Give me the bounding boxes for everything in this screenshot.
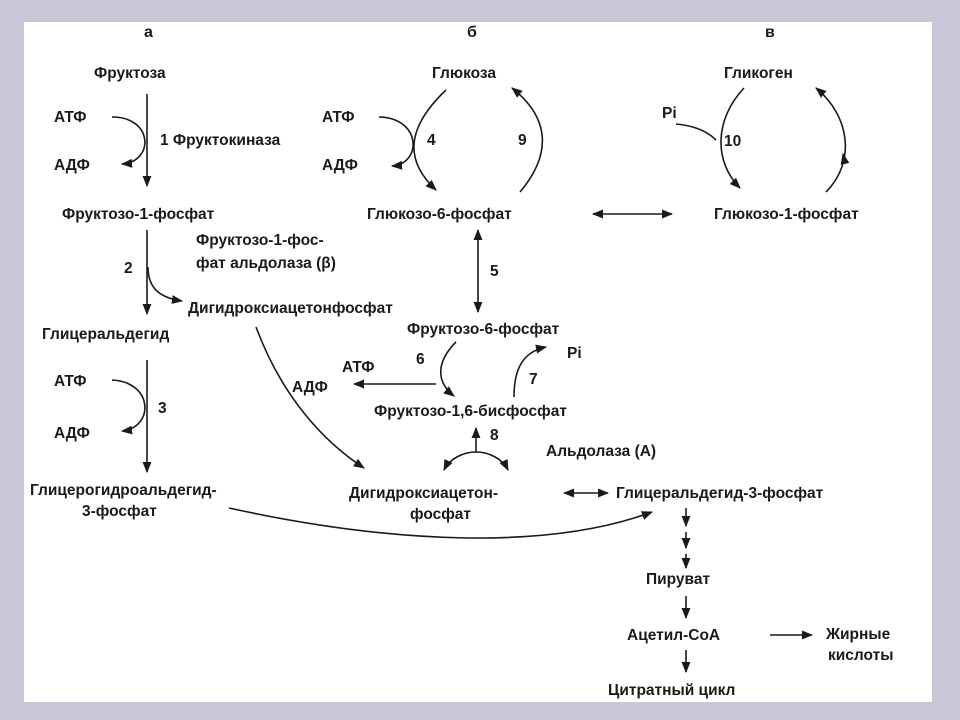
column-c-label: в	[765, 24, 775, 41]
cofactor-atp-3: АТФ	[54, 373, 87, 390]
arrow-f6p-to-f16bp	[440, 341, 457, 397]
enzyme-1-fructokinase: 1 Фруктокиназа	[160, 132, 281, 149]
arrow-f16bp-to-g3p	[475, 451, 509, 472]
enzyme-aldolase-b-line1: Фруктозо-1-фос-	[196, 232, 324, 249]
arrow-f16bp-to-f6p	[513, 344, 548, 398]
column-b-label: б	[467, 24, 477, 41]
enzyme-10: 10	[724, 133, 741, 150]
enzyme-7: 7	[529, 371, 538, 388]
diagram-frame: а б в Фруктоза АТФ АДФ 1 Фруктокиназа Фр…	[24, 22, 932, 702]
arrow-pi-into-phosphorylase	[675, 123, 717, 141]
node-dhap-bottom-line1: Дигидроксиацетон-	[349, 485, 498, 502]
arrow-f1p-to-dhap	[147, 266, 184, 304]
enzyme-4: 4	[427, 132, 436, 149]
node-g3p-left-line2: 3-фосфат	[82, 503, 157, 520]
arrow-g1p-to-glycogen	[815, 87, 847, 193]
cofactor-adp-6: АДФ	[292, 379, 328, 396]
enzyme-6: 6	[416, 351, 425, 368]
arrow-atp-adp-3	[111, 379, 146, 435]
arrow-g6p-to-glucose	[511, 87, 544, 193]
node-fatty-acids-line1: Жирные	[825, 626, 891, 643]
node-dhap-bottom-line2: фосфат	[410, 506, 471, 523]
node-fructose-6-phosphate: Фруктозо-6-фосфат	[407, 321, 560, 338]
arrow-glycogen-to-g1p	[720, 87, 745, 189]
node-dhap-top: Дигидроксиацетонфосфат	[188, 300, 393, 317]
column-a-label: а	[144, 24, 153, 41]
enzyme-9: 9	[518, 132, 527, 149]
enzyme-3: 3	[158, 400, 167, 417]
cofactor-atp-4: АТФ	[322, 109, 355, 126]
enzyme-aldolase-a: Альдолаза (А)	[546, 443, 656, 460]
node-citrate-cycle: Цитратный цикл	[608, 682, 735, 699]
node-pyruvate: Пируват	[646, 571, 710, 588]
cofactor-pi-7: Pi	[567, 345, 582, 362]
enzyme-5: 5	[490, 263, 499, 280]
cofactor-adp-4: АДФ	[322, 157, 358, 174]
node-glyceraldehyde-3-phosphate: Глицеральдегид-3-фосфат	[616, 485, 824, 502]
node-glucose-6-phosphate: Глюкозо-6-фосфат	[367, 206, 512, 223]
node-glucose-1-phosphate: Глюкозо-1-фосфат	[714, 206, 859, 223]
cofactor-adp-3: АДФ	[54, 425, 90, 442]
cofactor-atp-1: АТФ	[54, 109, 87, 126]
cofactor-atp-6: АТФ	[342, 359, 375, 376]
arrow-dhap-top-to-dhap-bottom	[255, 326, 365, 469]
arrow-g1p-mid-head	[840, 152, 850, 165]
arrow-g3p-left-to-g3p	[228, 507, 654, 539]
node-glycogen: Гликоген	[724, 65, 793, 82]
node-fructose: Фруктоза	[94, 65, 166, 82]
enzyme-8: 8	[490, 427, 499, 444]
arrow-atp-adp-4	[378, 116, 414, 170]
node-fatty-acids-line2: кислоты	[828, 647, 893, 664]
cofactor-adp-1: АДФ	[54, 157, 90, 174]
node-g3p-left-line1: Глицерогидроальдегид-	[30, 482, 217, 499]
arrow-atp-adp-1	[111, 116, 146, 168]
enzyme-aldolase-b-line2: фат альдолаза (β)	[196, 255, 336, 272]
cofactor-pi-10: Pi	[662, 105, 677, 122]
node-acetyl-coa: Ацетил-CoA	[627, 627, 720, 644]
arrow-f16bp-to-dhap	[443, 451, 477, 472]
enzyme-2: 2	[124, 260, 133, 277]
metabolic-pathway-diagram: а б в Фруктоза АТФ АДФ 1 Фруктокиназа Фр…	[30, 24, 893, 699]
node-fructose-1-phosphate: Фруктозо-1-фосфат	[62, 206, 215, 223]
node-fructose-1-6-bisphosphate: Фруктозо-1,6-бисфосфат	[374, 403, 567, 420]
node-glucose: Глюкоза	[432, 65, 496, 82]
arrow-glucose-to-g6p	[413, 89, 447, 191]
node-glyceraldehyde: Глицеральдегид	[42, 326, 169, 343]
